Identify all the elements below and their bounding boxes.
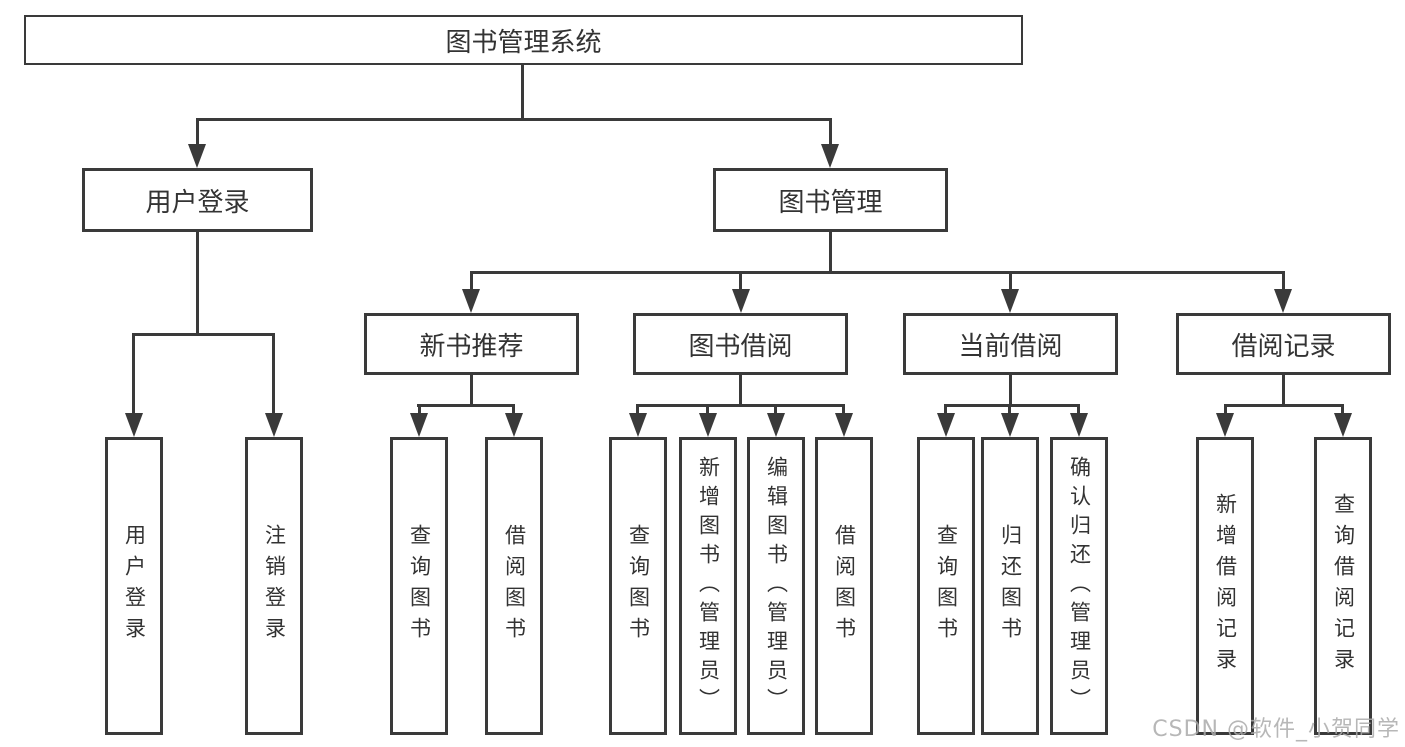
connector-line <box>470 372 473 406</box>
node-library-management-system: 图书管理系统 <box>24 15 1023 65</box>
connector-line <box>1009 271 1012 297</box>
node-borrowing-records: 借阅记录 <box>1176 313 1391 375</box>
arrow-down-icon <box>767 413 785 437</box>
arrow-down-icon <box>125 413 143 437</box>
node-new-book-recommend: 新书推荐 <box>364 313 579 375</box>
leaf-logout: 注销登录 <box>245 437 303 735</box>
connector-line <box>132 333 135 417</box>
node-current-borrowing: 当前借阅 <box>903 313 1118 375</box>
leaf-current-confirm-return-admin: 确认归还（管理员） <box>1050 437 1108 735</box>
node-label: 图书管理 <box>778 187 883 218</box>
node-label: 新书推荐 <box>419 331 524 362</box>
connector-line <box>706 404 709 418</box>
connector-line <box>1282 372 1285 406</box>
connector-line <box>512 404 515 418</box>
connector-line <box>196 118 199 152</box>
arrow-down-icon <box>732 289 750 313</box>
node-label: 用户登录 <box>122 524 147 648</box>
arrow-down-icon <box>937 413 955 437</box>
leaf-borrowing-borrow-books: 借阅图书 <box>815 437 873 735</box>
node-label: 当前借阅 <box>958 331 1063 362</box>
arrow-down-icon <box>1001 289 1019 313</box>
connector-line <box>944 404 1079 407</box>
connector-line <box>829 118 832 152</box>
node-label: 编辑图书（管理员） <box>764 455 789 717</box>
node-label: 查询图书 <box>626 524 651 648</box>
leaf-borrowing-query-books: 查询图书 <box>609 437 667 735</box>
arrow-down-icon <box>505 413 523 437</box>
arrow-down-icon <box>1216 413 1234 437</box>
connector-line <box>829 229 832 273</box>
connector-line <box>1224 404 1344 407</box>
arrow-down-icon <box>835 413 853 437</box>
node-label: 查询图书 <box>934 524 959 648</box>
node-book-management: 图书管理 <box>713 168 948 232</box>
leaf-current-return-books: 归还图书 <box>981 437 1039 735</box>
arrow-down-icon <box>821 144 839 168</box>
watermark: CSDN @软件_小贺同学 <box>1152 717 1400 742</box>
node-label: 查询图书 <box>407 524 432 648</box>
connector-line <box>132 333 274 336</box>
connector-line <box>521 65 524 120</box>
connector-line <box>470 271 1284 274</box>
node-label: 借阅图书 <box>502 524 527 648</box>
leaf-records-query-record: 查询借阅记录 <box>1314 437 1372 735</box>
connector-line <box>636 404 844 407</box>
node-book-borrowing: 图书借阅 <box>633 313 848 375</box>
arrow-down-icon <box>629 413 647 437</box>
connector-line <box>739 271 742 297</box>
arrow-down-icon <box>462 289 480 313</box>
node-label: 借阅图书 <box>832 524 857 648</box>
connector-line <box>1341 404 1344 418</box>
node-label: 确认归还（管理员） <box>1067 455 1092 717</box>
connector-line <box>1282 271 1285 297</box>
arrow-down-icon <box>265 413 283 437</box>
node-label: 注销登录 <box>262 524 287 648</box>
connector-line <box>1077 404 1080 418</box>
connector-line <box>842 404 845 418</box>
arrow-down-icon <box>1274 289 1292 313</box>
arrow-down-icon <box>1334 413 1352 437</box>
leaf-user-login: 用户登录 <box>105 437 163 735</box>
leaf-current-query-books: 查询图书 <box>917 437 975 735</box>
node-label: 借阅记录 <box>1231 331 1336 362</box>
node-label: 图书管理系统 <box>445 27 602 58</box>
arrow-down-icon <box>188 144 206 168</box>
node-label: 用户登录 <box>145 187 250 218</box>
node-user-login: 用户登录 <box>82 168 313 232</box>
arrow-down-icon <box>410 413 428 437</box>
leaf-records-add-record: 新增借阅记录 <box>1196 437 1254 735</box>
connector-line <box>739 372 742 406</box>
connector-line <box>636 404 639 418</box>
node-label: 新增图书（管理员） <box>696 455 721 717</box>
arrow-down-icon <box>1001 413 1019 437</box>
connector-line <box>1008 404 1011 418</box>
connector-line <box>1009 372 1012 406</box>
arrow-down-icon <box>699 413 717 437</box>
connector-line <box>470 271 473 297</box>
connector-line <box>774 404 777 418</box>
leaf-borrowing-edit-books-admin: 编辑图书（管理员） <box>747 437 805 735</box>
node-label: 新增借阅记录 <box>1213 493 1238 679</box>
connector-line <box>417 404 515 407</box>
connector-line <box>944 404 947 418</box>
leaf-borrowing-add-books-admin: 新增图书（管理员） <box>679 437 737 735</box>
node-label: 图书借阅 <box>688 331 793 362</box>
connector-line <box>196 118 832 121</box>
arrow-down-icon <box>1070 413 1088 437</box>
leaf-recommend-borrow-books: 借阅图书 <box>485 437 543 735</box>
leaf-recommend-query-books: 查询图书 <box>390 437 448 735</box>
connector-line <box>418 404 421 418</box>
connector-line <box>272 333 275 417</box>
connector-line <box>196 229 199 335</box>
connector-line <box>1224 404 1227 418</box>
node-label: 归还图书 <box>998 524 1023 648</box>
node-label: 查询借阅记录 <box>1331 493 1356 679</box>
